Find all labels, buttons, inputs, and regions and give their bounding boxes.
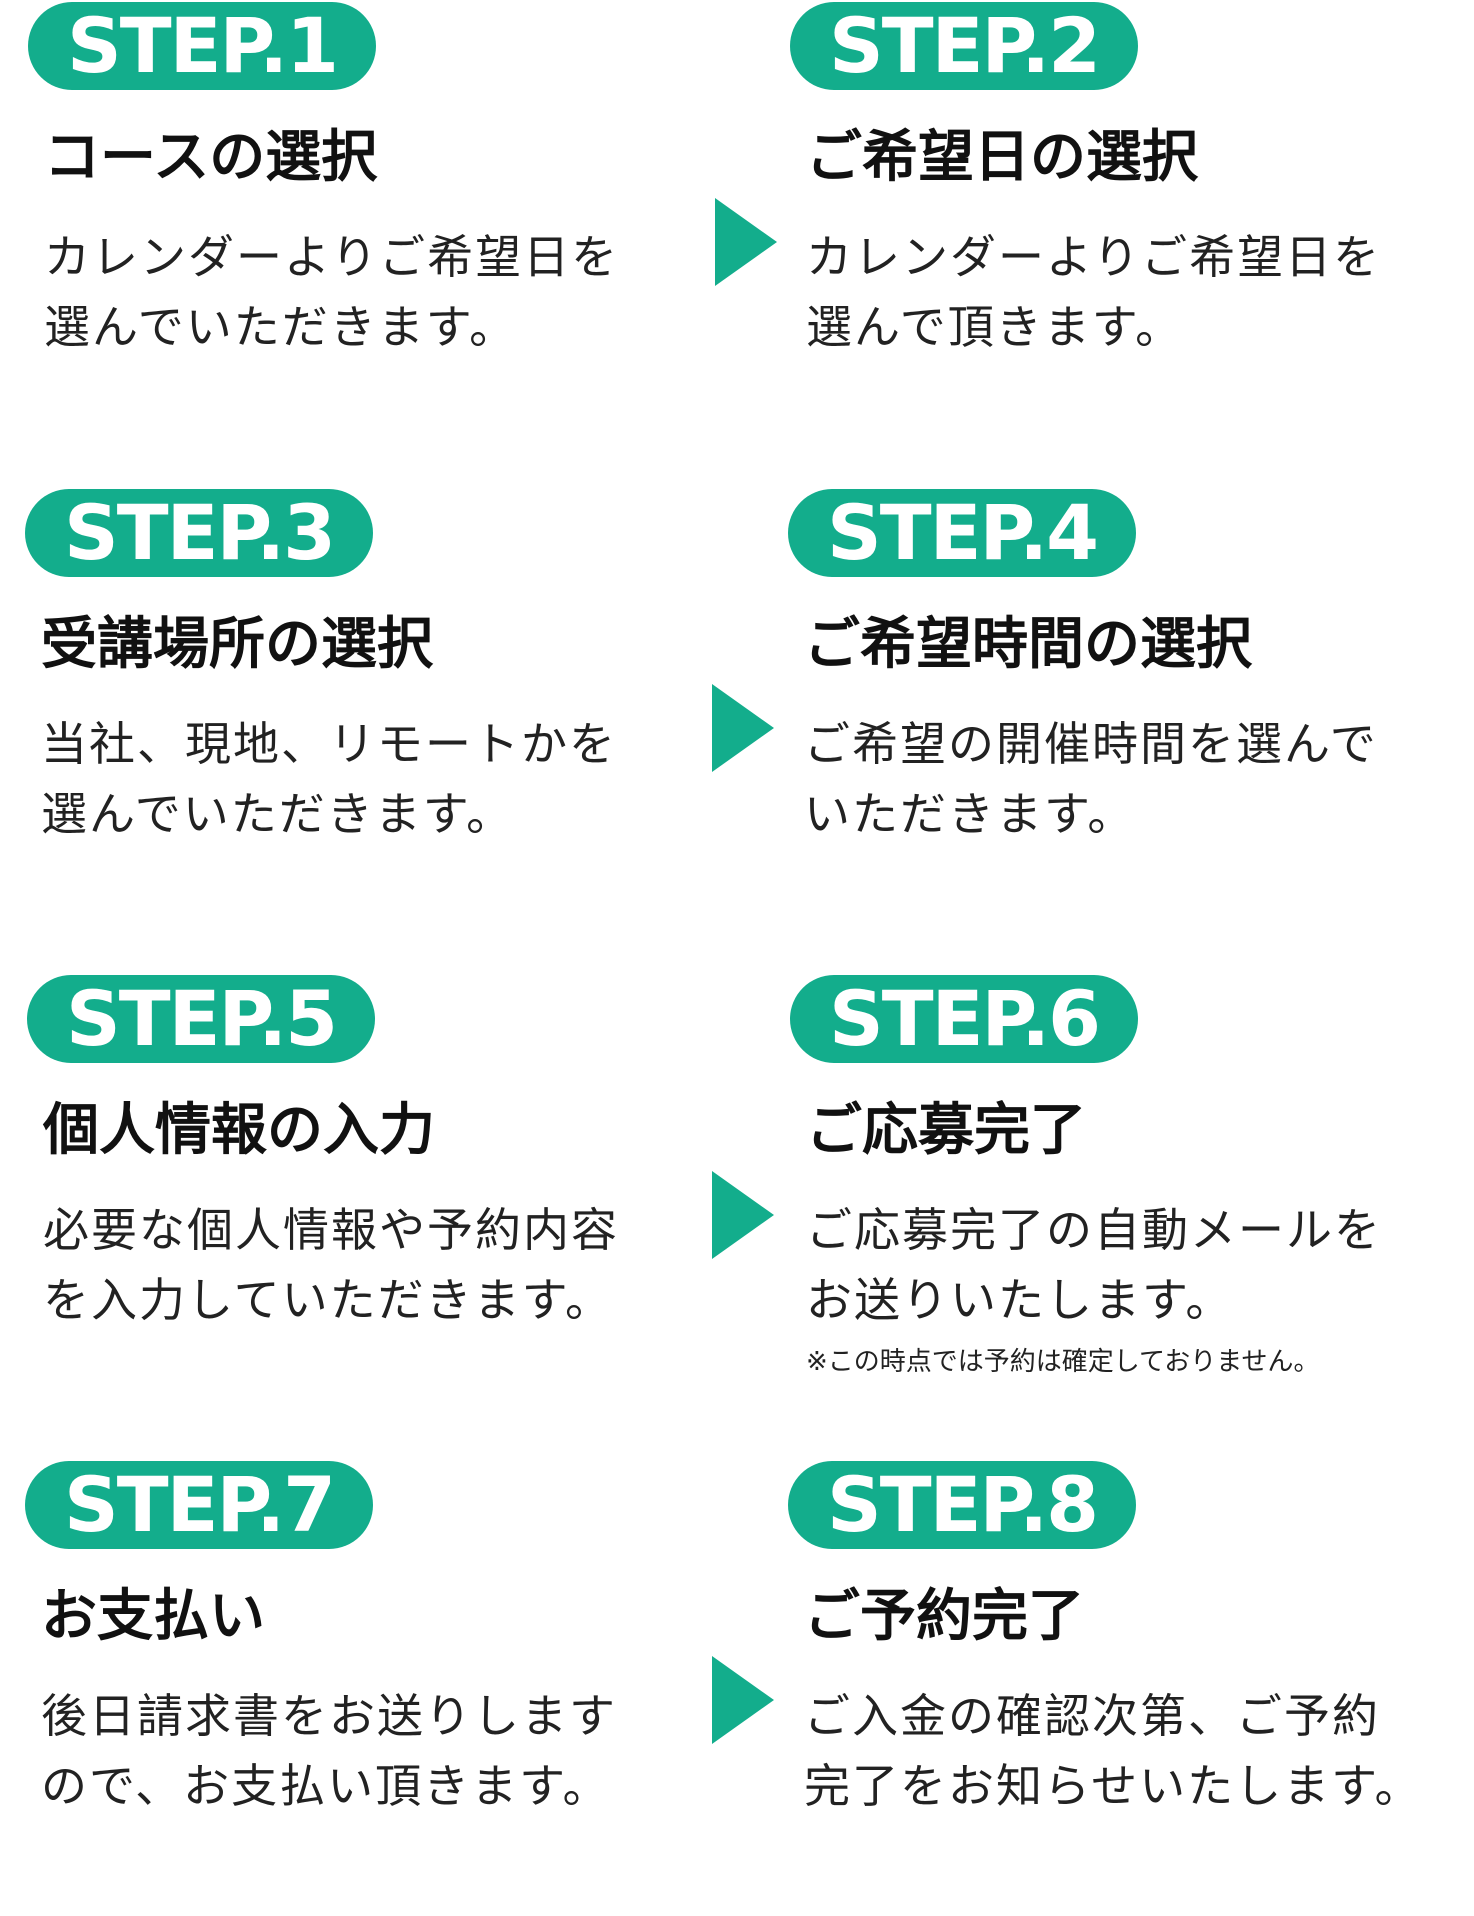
step-title: ご希望時間の選択 xyxy=(804,612,1252,677)
step-description: 後日請求書をお送りします ので、お支払い頂きます。 xyxy=(41,1681,641,1821)
step-badge: STEP.3 xyxy=(25,489,373,577)
arrow-right-icon xyxy=(712,1171,774,1259)
step-description: カレンダーよりご希望日を 選んで頂きます。 xyxy=(806,222,1406,362)
step-description-line: いただきます。 xyxy=(804,787,1136,841)
step-description: 必要な個人情報や予約内容 を入力していただきます。 xyxy=(43,1195,643,1335)
step-description-line: ご希望の開催時間を選んで xyxy=(804,717,1378,771)
step-description-line: ご入金の確認次第、ご予約 xyxy=(804,1689,1380,1743)
step-badge: STEP.6 xyxy=(790,975,1138,1063)
step-description-line: お送りいたします。 xyxy=(806,1273,1234,1327)
step-badge: STEP.1 xyxy=(28,2,376,90)
step-badge: STEP.4 xyxy=(788,489,1136,577)
step-title: コースの選択 xyxy=(44,125,378,190)
step-title: ご希望日の選択 xyxy=(806,125,1198,190)
arrow-right-icon xyxy=(712,1656,774,1744)
step-description-line: ので、お支払い頂きます。 xyxy=(41,1759,611,1813)
step-description: ご希望の開催時間を選んで いただきます。 xyxy=(804,709,1404,849)
step-description-line: 後日請求書をお送りします xyxy=(41,1689,617,1743)
step-badge: STEP.8 xyxy=(788,1461,1136,1549)
step-title: ご応募完了 xyxy=(806,1098,1086,1163)
step-description-line: 選んでいただきます。 xyxy=(41,787,515,841)
step-description-line: カレンダーよりご希望日を xyxy=(44,230,620,284)
step-description: ご応募完了の自動メールを お送りいたします。 xyxy=(806,1195,1406,1335)
step-description: カレンダーよりご希望日を 選んでいただきます。 xyxy=(44,222,644,362)
step-title: 個人情報の入力 xyxy=(43,1098,435,1163)
step-description-line: 完了をお知らせいたします。 xyxy=(804,1759,1423,1813)
step-description-line: ご応募完了の自動メールを xyxy=(806,1203,1382,1257)
step-badge: STEP.5 xyxy=(27,975,375,1063)
step-description-line: 必要な個人情報や予約内容 xyxy=(43,1203,619,1257)
step-note: ※この時点では予約は確定しておりません。 xyxy=(806,1347,1320,1377)
step-description-line: 当社、現地、リモートかを xyxy=(41,717,617,771)
step-badge: STEP.7 xyxy=(25,1461,373,1549)
arrow-right-icon xyxy=(712,684,774,772)
step-description: 当社、現地、リモートかを 選んでいただきます。 xyxy=(41,709,641,849)
step-description-line: 選んでいただきます。 xyxy=(44,300,518,354)
step-description-line: 選んで頂きます。 xyxy=(806,300,1184,354)
arrow-right-icon xyxy=(715,198,777,286)
step-badge: STEP.2 xyxy=(790,2,1138,90)
step-title: 受講場所の選択 xyxy=(41,612,433,677)
step-title: お支払い xyxy=(41,1584,265,1649)
step-description-line: カレンダーよりご希望日を xyxy=(806,230,1382,284)
step-description: ご入金の確認次第、ご予約 完了をお知らせいたします。 xyxy=(804,1681,1423,1821)
step-description-line: を入力していただきます。 xyxy=(43,1273,614,1327)
step-title: ご予約完了 xyxy=(804,1584,1084,1649)
